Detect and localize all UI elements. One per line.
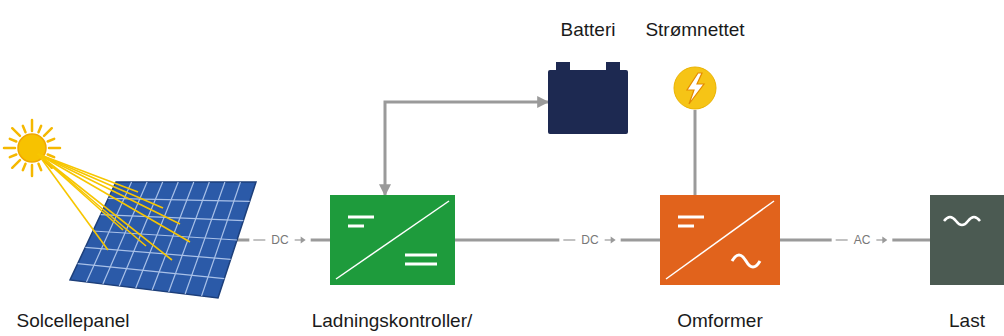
signal-arrowhead bbox=[611, 237, 616, 244]
battery-symbol-art bbox=[548, 70, 628, 134]
signal-dash bbox=[563, 239, 575, 240]
node-label: Strømnettet bbox=[645, 18, 744, 42]
charge-controller-box: Ladningskontroller/ bbox=[330, 195, 455, 285]
load-box: Last bbox=[930, 195, 1004, 285]
connector-line bbox=[455, 239, 660, 242]
node-label: Last bbox=[949, 309, 985, 333]
signal-dash bbox=[836, 239, 848, 240]
battery-symbol: Batteri bbox=[548, 70, 628, 134]
grid-symbol-art bbox=[673, 66, 717, 110]
signal-arrowhead bbox=[882, 237, 887, 244]
grid-symbol: Strømnettet bbox=[673, 66, 717, 110]
connector-line bbox=[385, 102, 548, 195]
node-label: Solcellepanel bbox=[16, 309, 129, 333]
signal-label: DC bbox=[269, 233, 290, 247]
signal-arrowhead bbox=[301, 237, 306, 244]
sun-symbol bbox=[4, 120, 60, 176]
node-label: Omformer bbox=[677, 309, 763, 333]
inverter-box: Omformer bbox=[660, 195, 780, 285]
node-label: Ladningskontroller/ bbox=[312, 309, 473, 333]
charge-controller-box-art bbox=[330, 195, 455, 285]
signal-dash bbox=[253, 239, 265, 240]
solar-panel-art bbox=[68, 180, 258, 300]
solar-panel: Solcellepanel bbox=[68, 180, 258, 300]
signal-label: DC bbox=[579, 233, 600, 247]
connector-line bbox=[694, 110, 697, 195]
load-box-art bbox=[930, 195, 1004, 285]
inverter-box-art bbox=[660, 195, 780, 285]
signal-label: AC bbox=[852, 233, 873, 247]
node-label: Batteri bbox=[561, 18, 616, 42]
